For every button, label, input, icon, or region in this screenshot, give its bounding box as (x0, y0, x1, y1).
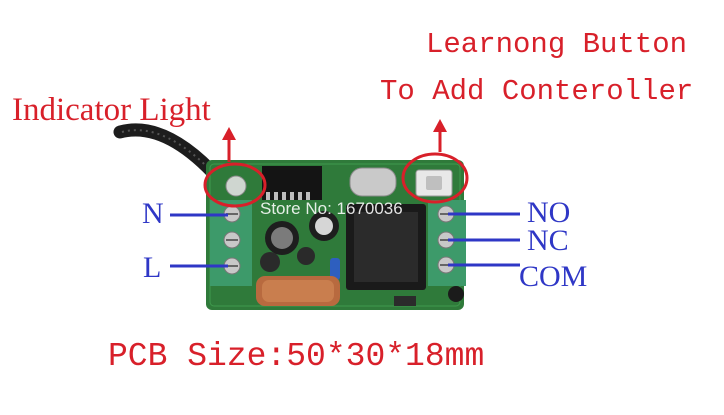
button-callout-circle (401, 152, 469, 204)
terminal-label-nc: NC (527, 224, 569, 257)
terminal-label-no: NO (527, 196, 571, 229)
wire-lines (170, 212, 520, 268)
indicator-light-label: Indicator Light (12, 92, 211, 128)
terminal-label-n: N (142, 197, 164, 230)
learning-button-label-line1: Learnong Button (426, 28, 688, 61)
indicator-led (225, 175, 247, 197)
indicator-callout-circle (203, 162, 267, 208)
indicator-arrow (222, 127, 236, 162)
antenna-coil (113, 123, 225, 185)
learning-button-label-line2: To Add Conteroller (380, 75, 694, 108)
terminal-label-l: L (143, 251, 162, 284)
pcb-size-label: PCB Size:50*30*18mm (108, 338, 485, 375)
store-watermark: Store No: 1670036 (260, 199, 403, 218)
crystal-oscillator (349, 167, 397, 197)
button-arrow (433, 119, 447, 152)
terminal-label-com: COM (519, 260, 588, 293)
